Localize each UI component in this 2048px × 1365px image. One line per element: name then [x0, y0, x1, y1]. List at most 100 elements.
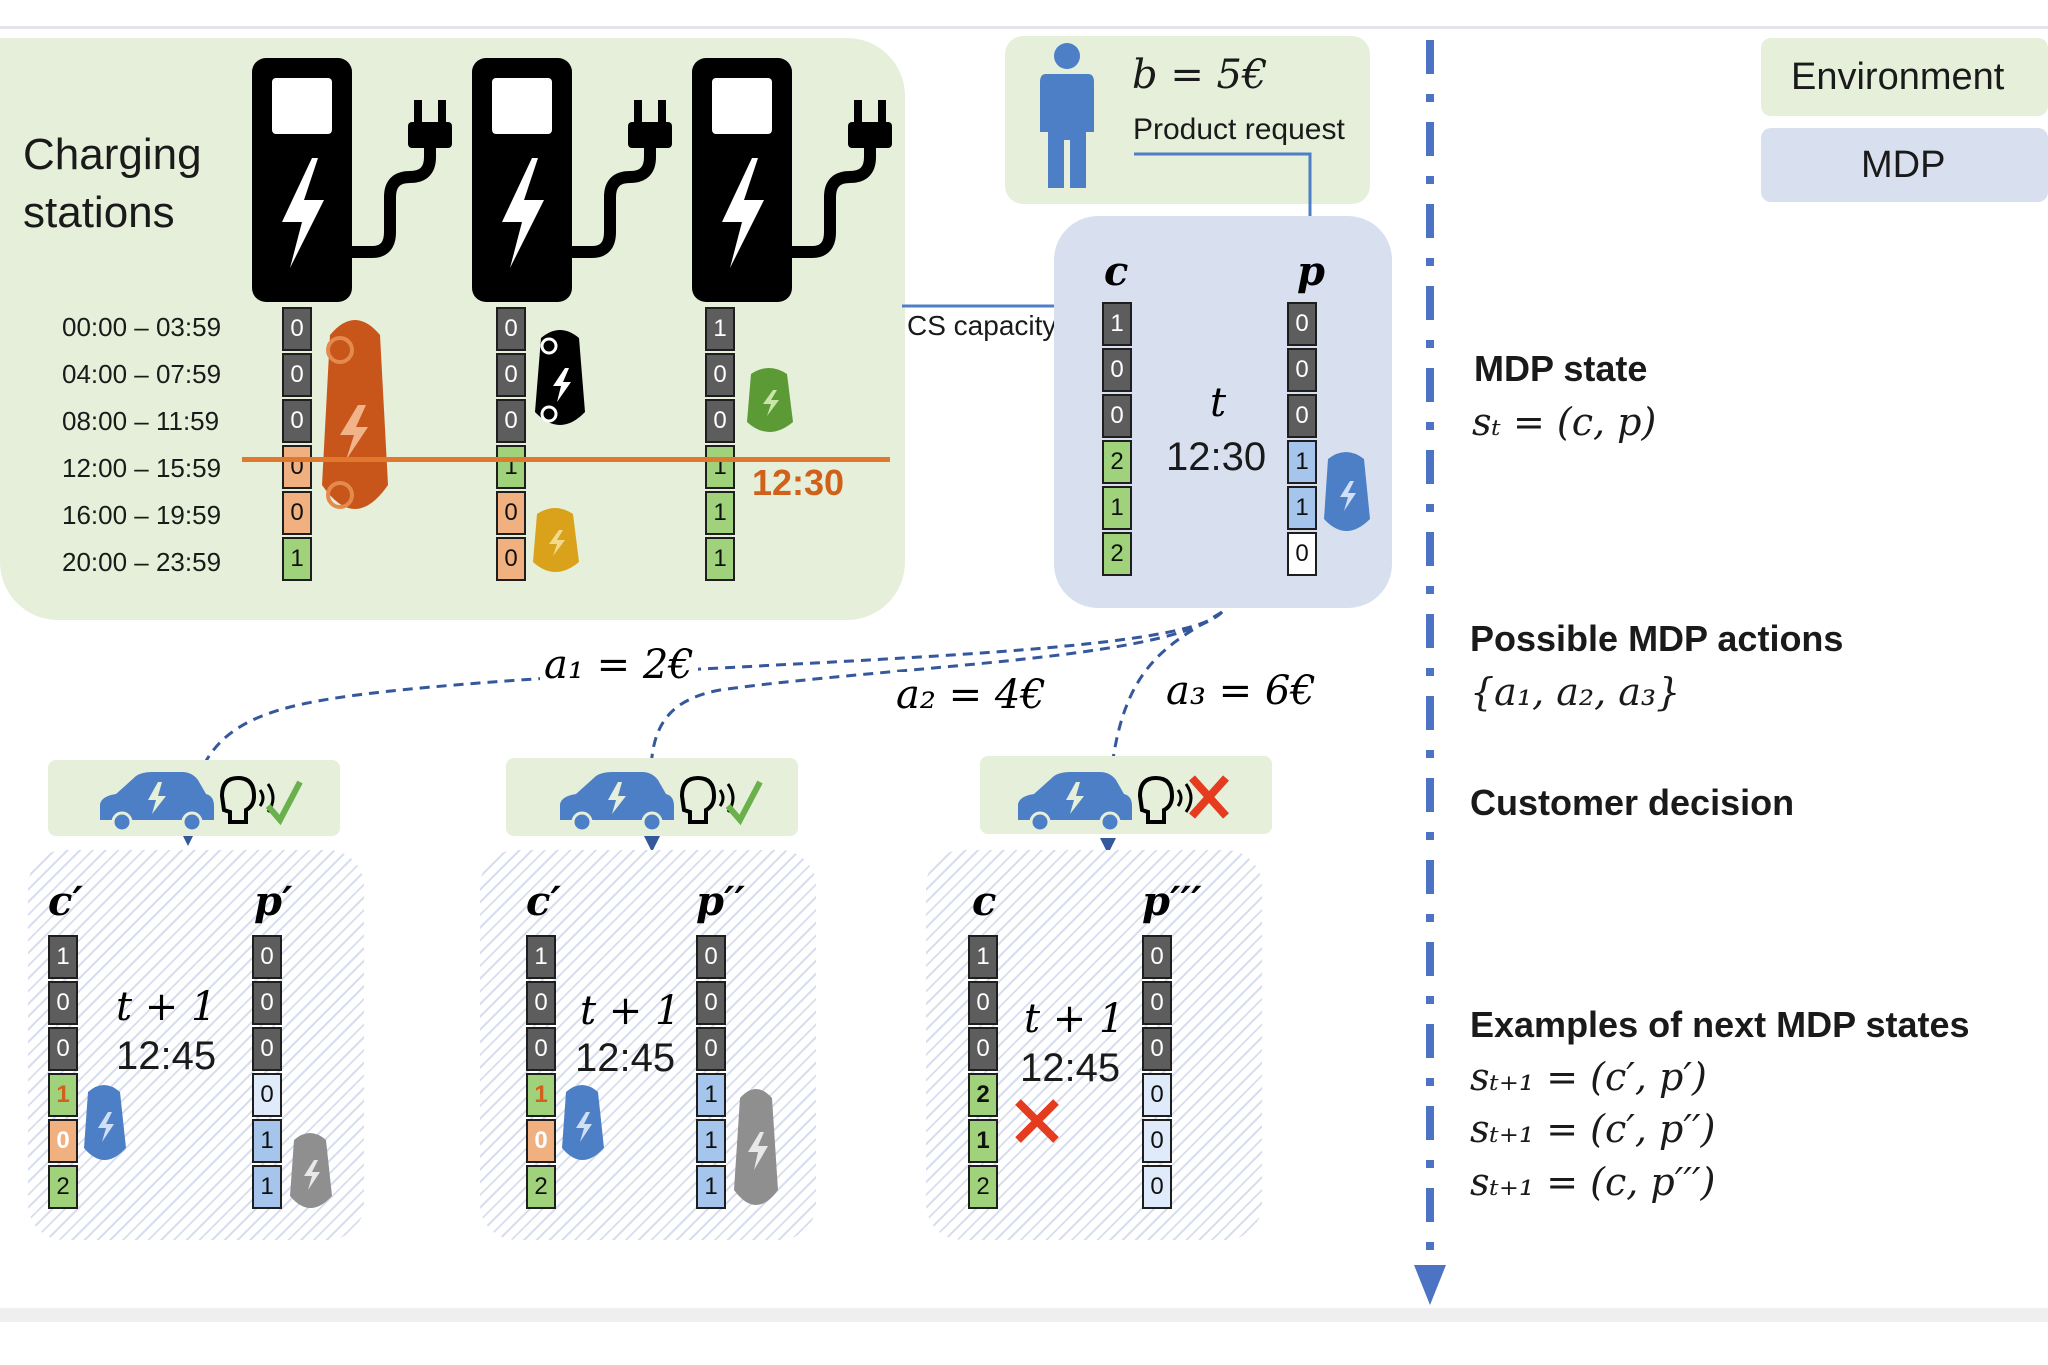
slot-cell: 0	[968, 1027, 998, 1071]
state-t-label: t	[1210, 380, 1227, 426]
slot-cell: 0	[1142, 981, 1172, 1025]
state-time-label: 12:30	[1166, 435, 1267, 479]
next-1-p-label: p′	[254, 878, 293, 925]
actions-title: Possible MDP actions	[1470, 618, 1844, 659]
slot-cell: 0	[1142, 1073, 1172, 1117]
slot-cell: 0	[1102, 394, 1132, 438]
current-time-line	[242, 457, 890, 462]
time-slot-5: 16:00 – 19:59	[62, 500, 222, 530]
car-top-view-icon	[1324, 452, 1370, 531]
slot-cell: 0	[1287, 348, 1317, 392]
slot-cell: 2	[1102, 532, 1132, 576]
action-1-label: a₁ = 2€	[540, 642, 698, 688]
top-divider	[0, 26, 2048, 29]
slot-cell: 1	[252, 1119, 282, 1163]
budget-label: b = 5€	[1132, 52, 1268, 98]
slot-cell: 1	[968, 1119, 998, 1163]
slot-cell: 0	[1287, 532, 1317, 576]
slot-cell: 1	[282, 537, 312, 581]
slot-cell: 0	[1142, 1165, 1172, 1209]
slot-cell: 1	[705, 491, 735, 535]
slot-cell: 1	[696, 1073, 726, 1117]
slot-cell: 0	[282, 399, 312, 443]
slot-cell: 1	[705, 537, 735, 581]
customer-decision-title: Customer decision	[1470, 782, 1795, 823]
reject-cross-icon	[1015, 1099, 1059, 1143]
title-line-1: Charging	[23, 130, 202, 179]
slot-cell: 1	[705, 307, 735, 351]
slot-cell: 1	[968, 935, 998, 979]
car-top-view-icon	[84, 1085, 126, 1160]
state-p-label: p	[1297, 248, 1325, 295]
slot-cell: 0	[526, 1027, 556, 1071]
slot-cell: 0	[696, 981, 726, 1025]
slot-cell: 1	[1287, 440, 1317, 484]
slot-cell: 1	[526, 1073, 556, 1117]
person-icon	[1040, 43, 1094, 188]
time-slot-6: 20:00 – 23:59	[62, 547, 222, 577]
slot-cell: 2	[1102, 440, 1132, 484]
car-accept-icon	[100, 772, 303, 833]
state-c-label: c	[1104, 248, 1129, 295]
next-3-c-label: c	[972, 878, 997, 925]
slot-cell: 0	[496, 307, 526, 351]
car-accept-icon	[560, 772, 763, 833]
slot-cell: 0	[496, 537, 526, 581]
next-2-t-label: t + 1	[580, 988, 681, 1034]
title-line-2: stations	[23, 188, 175, 237]
product-request-label: Product request	[1133, 113, 1345, 146]
timeline-arrow	[1414, 40, 1446, 1305]
slot-cell: 0	[1142, 1119, 1172, 1163]
slot-cell: 0	[696, 935, 726, 979]
legend-environment-label: Environment	[1791, 56, 2005, 98]
car-top-view-icon	[290, 1133, 332, 1208]
slot-cell: 0	[705, 399, 735, 443]
slot-cell: 1	[696, 1165, 726, 1209]
car-reject-icon	[1018, 772, 1229, 833]
actions-formula: {a₁, a₂, a₃}	[1470, 670, 1681, 714]
slot-cell: 0	[252, 1027, 282, 1071]
current-time-label: 12:30	[752, 462, 845, 503]
slot-cell: 0	[496, 399, 526, 443]
next-states-title: Examples of next MDP states	[1470, 1004, 1970, 1045]
slot-cell: 1	[696, 1119, 726, 1163]
car-top-view-icon	[747, 368, 793, 432]
slot-cell: 0	[1102, 348, 1132, 392]
time-slot-1: 00:00 – 03:59	[62, 312, 222, 342]
slot-cell: 2	[968, 1073, 998, 1117]
slot-cell: 0	[1142, 935, 1172, 979]
slot-cell: 2	[968, 1165, 998, 1209]
slot-cell: 0	[48, 981, 78, 1025]
slot-cell: 0	[252, 981, 282, 1025]
next-2-p-label: p′′	[696, 878, 746, 925]
charging-stations-title: Charging stations	[23, 126, 202, 242]
legend-mdp-label: MDP	[1861, 144, 1946, 186]
slot-cell: 0	[1287, 302, 1317, 346]
slot-cell: 0	[252, 1073, 282, 1117]
time-slot-2: 04:00 – 07:59	[62, 359, 222, 389]
slot-cell: 1	[526, 935, 556, 979]
slot-cell: 0	[282, 491, 312, 535]
slot-cell: 0	[1142, 1027, 1172, 1071]
mdp-state-formula: sₜ = (c, p)	[1472, 400, 1657, 444]
slot-cell: 0	[526, 981, 556, 1025]
next-2-time: 12:45	[575, 1036, 676, 1080]
time-slot-4: 12:00 – 15:59	[62, 453, 222, 483]
next-1-time: 12:45	[116, 1034, 217, 1078]
action-3-label: a₃ = 6€	[1162, 668, 1320, 714]
slot-cell: 0	[968, 981, 998, 1025]
car-top-view-icon	[562, 1085, 604, 1160]
car-top-view-icon	[535, 330, 585, 425]
slot-cell: 0	[705, 353, 735, 397]
legend-mdp: MDP	[1761, 128, 2048, 202]
next-3-time: 12:45	[1020, 1046, 1121, 1090]
slot-cell: 2	[48, 1165, 78, 1209]
next-1-c-label: c′	[48, 878, 83, 925]
next-2-c-label: c′	[526, 878, 561, 925]
next-3-p-label: p′′′	[1142, 878, 1202, 925]
slot-cell: 0	[252, 935, 282, 979]
next-3-t-label: t + 1	[1024, 996, 1125, 1042]
slot-cell: 1	[1102, 302, 1132, 346]
slot-cell: 0	[48, 1119, 78, 1163]
car-top-view-icon	[734, 1089, 778, 1205]
